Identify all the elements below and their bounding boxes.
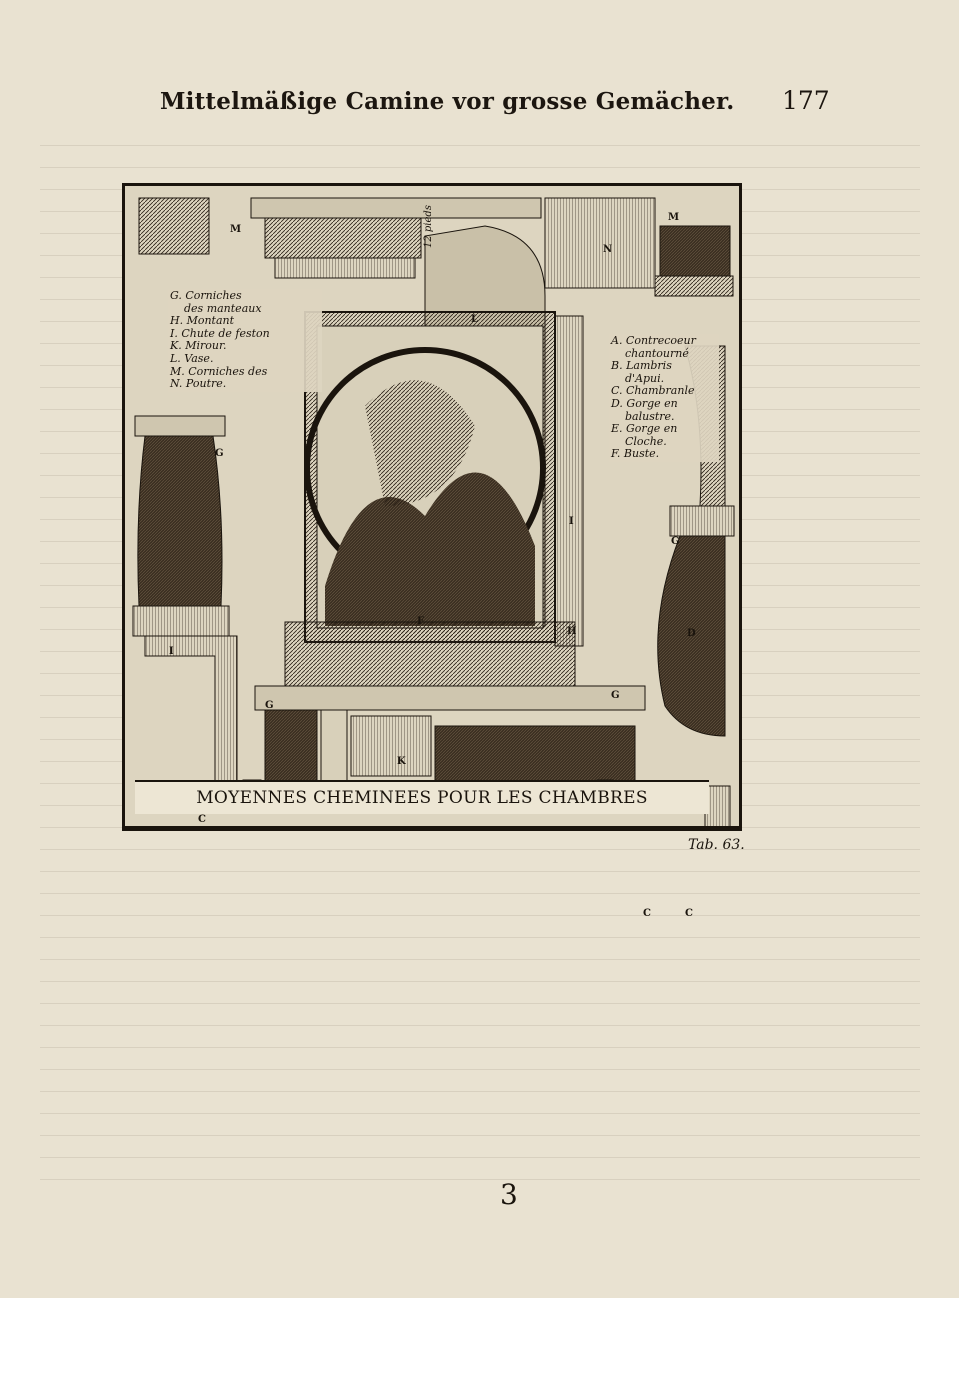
letter-g-mid: G bbox=[265, 700, 274, 711]
letter-c-right1: C bbox=[643, 908, 651, 919]
overmantel bbox=[284, 225, 584, 687]
letter-k: K bbox=[397, 756, 406, 767]
legend-item: F. Buste. bbox=[611, 447, 660, 461]
legend-item: D. Gorge en bbox=[611, 396, 678, 410]
left-pilaster bbox=[132, 197, 238, 787]
letter-m-left: M bbox=[230, 224, 242, 235]
letter-g-left: G bbox=[215, 448, 224, 459]
page-number: 177 bbox=[782, 86, 830, 115]
legend-item: G. Corniches bbox=[170, 289, 242, 302]
letter-m-right: M bbox=[668, 212, 680, 223]
scale-label: 12 pieds bbox=[423, 205, 434, 248]
legend-item: Cloche. bbox=[625, 434, 667, 448]
mantel-cornice bbox=[250, 197, 656, 289]
letter-n: N bbox=[603, 244, 613, 255]
letter-g-right: G bbox=[611, 690, 620, 701]
letter-i-right: I bbox=[569, 516, 574, 527]
engraved-plate: G. Corniches des manteaux H. Montant I. … bbox=[122, 183, 742, 919]
letter-d-right: D bbox=[687, 628, 696, 639]
legend-item: d'Apui. bbox=[625, 371, 665, 385]
fireplace-engraving bbox=[132, 197, 735, 828]
legend-item: E. Gorge en bbox=[611, 422, 678, 436]
letter-c-right2: C bbox=[685, 908, 693, 919]
letter-f: F bbox=[417, 616, 425, 627]
letter-g-right2: G bbox=[671, 536, 680, 547]
plate-caption: MOYENNES CHEMINEES POUR LES CHAMBRES bbox=[135, 780, 709, 814]
legend-item: C. Chambranle bbox=[611, 384, 695, 398]
legend-item: balustre. bbox=[625, 409, 675, 423]
legend-item: K. Mirour. bbox=[170, 339, 227, 353]
legend-item: L. Vase. bbox=[170, 351, 214, 365]
table-reference: Tab. 63. bbox=[688, 837, 745, 853]
legend-item: N. Poutre. bbox=[170, 377, 227, 391]
running-title: Mittelmäßige Camine vor grosse Gemächer. bbox=[160, 88, 735, 115]
legend-left: G. Corniches des manteaux H. Montant I. … bbox=[168, 289, 322, 392]
legend-item: A. Contrecoeur bbox=[611, 334, 696, 347]
legend-item: B. Lambris bbox=[611, 359, 672, 373]
letter-l: L bbox=[471, 314, 479, 325]
legend-item: H. Montant bbox=[170, 314, 235, 328]
letter-i-left: I bbox=[169, 646, 174, 657]
legend-item: M. Corniches des bbox=[170, 364, 268, 378]
signature-mark: 3 bbox=[500, 1178, 518, 1211]
fireplace-lower bbox=[125, 186, 739, 828]
legend-item: chantourné bbox=[625, 346, 689, 360]
legend-item: I. Chute de feston bbox=[170, 326, 270, 340]
legend-right: A. Contrecoeur chantourné B. Lambris d'A… bbox=[609, 334, 719, 462]
letter-h: H bbox=[567, 626, 577, 637]
plate-bottom-rule bbox=[122, 826, 742, 828]
legend-item: des manteaux bbox=[184, 301, 262, 315]
mantel-shelf bbox=[254, 685, 646, 791]
book-page: Mittelmäßige Camine vor grosse Gemächer.… bbox=[0, 0, 959, 1298]
letter-c-left: C bbox=[198, 814, 206, 825]
